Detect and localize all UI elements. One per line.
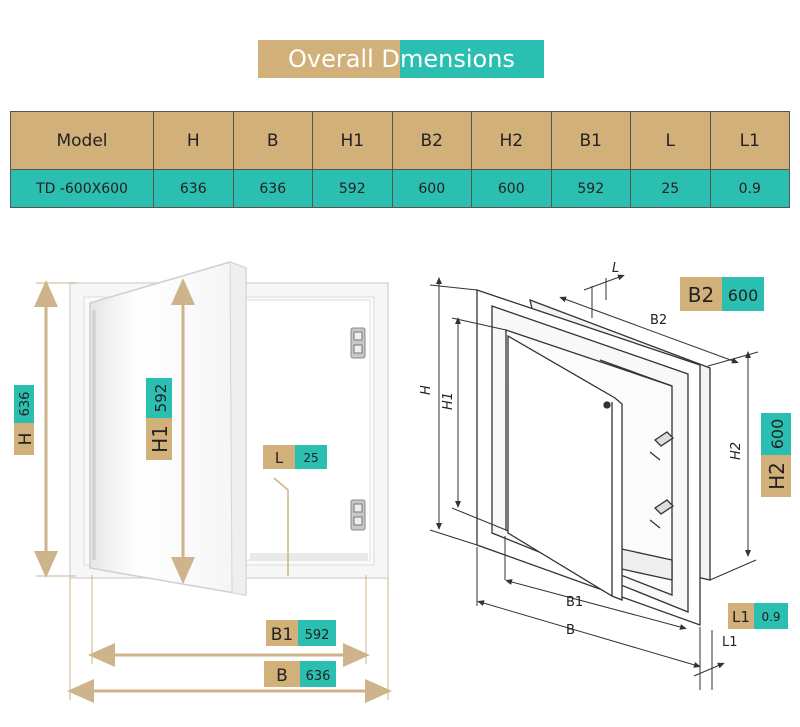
h-label: H 636 (14, 385, 36, 455)
line-label-h: H (419, 385, 434, 395)
svg-text:636: 636 (306, 669, 331, 684)
svg-text:H1: H1 (148, 425, 172, 453)
cell-b2: 600 (391, 169, 472, 208)
lower-hinge-icon (350, 499, 366, 531)
line-label-b1: B1 (566, 595, 583, 610)
line-label-l1: L1 (722, 635, 738, 650)
table-header-row: Model H B H1 B2 H2 B1 L L1 (10, 111, 790, 170)
h1-label: H1 592 (146, 378, 172, 460)
l-callout: L 25 (263, 445, 327, 576)
header-model: Model (10, 111, 154, 170)
svg-text:H: H (16, 433, 36, 446)
svg-text:0.9: 0.9 (761, 610, 780, 624)
b-dimension: B 636 (67, 578, 392, 703)
header-h2: H2 (471, 111, 552, 170)
svg-text:H2: H2 (765, 462, 789, 490)
left-door-illustration (69, 261, 389, 596)
svg-text:B: B (276, 666, 288, 686)
header-l1: L1 (709, 111, 790, 170)
cell-model: TD -600X600 (10, 169, 154, 208)
cell-h1: 592 (312, 169, 393, 208)
svg-text:L: L (275, 449, 284, 467)
line-label-l: L (612, 261, 619, 276)
header-b: B (232, 111, 313, 170)
line-label-h2: H2 (729, 442, 744, 460)
cell-l1: 0.9 (709, 169, 790, 208)
line-label-h1: H1 (441, 392, 456, 410)
b1-dimension: B1 592 (88, 575, 370, 667)
title-part-teal: mensions (400, 40, 544, 78)
svg-text:592: 592 (305, 628, 330, 643)
title-part-tan: Overall Di (258, 40, 407, 78)
svg-text:L1: L1 (732, 608, 750, 626)
right-technical-drawing (476, 289, 711, 626)
svg-text:600: 600 (768, 419, 787, 450)
line-label-b2: B2 (650, 313, 667, 328)
svg-text:B1: B1 (271, 625, 293, 645)
upper-hinge-icon (350, 327, 366, 359)
line-label-b: B (566, 623, 575, 638)
header-l: L (630, 111, 711, 170)
svg-text:636: 636 (18, 392, 33, 417)
header-b1: B1 (550, 111, 631, 170)
right-line-labels: L B2 H H1 H2 B1 B L1 (419, 261, 744, 650)
svg-text:592: 592 (152, 384, 170, 413)
right-dimension-lines (429, 274, 759, 690)
cell-l: 25 (630, 169, 711, 208)
table-row: TD -600X600 636 636 592 600 600 592 25 0… (10, 169, 790, 208)
svg-text:25: 25 (303, 451, 318, 465)
h-dimension (34, 280, 76, 578)
svg-text:B2: B2 (688, 283, 714, 307)
dimensions-table: Model H B H1 B2 H2 B1 L L1 TD -600X600 6… (10, 111, 790, 208)
cell-h2: 600 (471, 169, 552, 208)
cell-b: 636 (232, 169, 313, 208)
h2-label: H2 600 (761, 413, 791, 497)
cell-h: 636 (153, 169, 234, 208)
l1-label: L1 0.9 (728, 603, 788, 629)
svg-text:600: 600 (728, 286, 759, 305)
header-h1: H1 (312, 111, 393, 170)
b2-label: B2 600 (680, 277, 764, 311)
